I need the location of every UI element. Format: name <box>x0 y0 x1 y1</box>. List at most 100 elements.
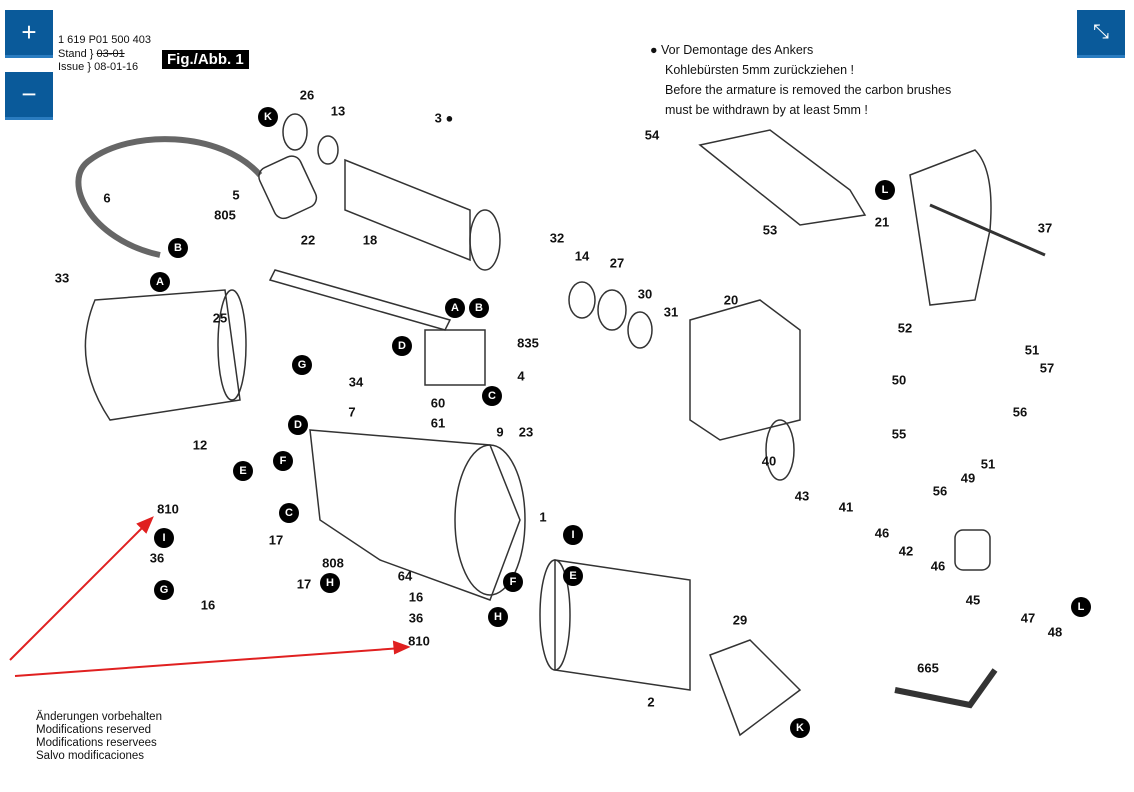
part-label[interactable]: 49 <box>960 470 976 486</box>
part-label[interactable]: 7 <box>348 404 356 420</box>
part-label[interactable]: 37 <box>1037 220 1053 236</box>
part-label[interactable]: 16 <box>408 589 424 605</box>
gear-43 <box>765 419 795 481</box>
housing <box>309 429 521 601</box>
note-de-2: Kohlebürsten 5mm zurückziehen ! <box>665 63 854 77</box>
part-label[interactable]: 60 <box>430 395 446 411</box>
part-label[interactable]: 22 <box>300 232 316 248</box>
part-label[interactable]: 33 <box>54 270 70 286</box>
marker-f: F <box>503 572 523 592</box>
marker-c: C <box>482 386 502 406</box>
part-label[interactable]: 52 <box>897 320 913 336</box>
part-label[interactable]: 46 <box>930 558 946 574</box>
stand-label: Stand <box>58 48 87 60</box>
collapse-fullscreen-button[interactable]: ⤡ <box>1077 10 1125 58</box>
marker-b: B <box>168 238 188 258</box>
part-label[interactable]: 45 <box>965 592 981 608</box>
part-label[interactable]: 32 <box>549 230 565 246</box>
plug <box>258 155 318 220</box>
part-label[interactable]: 20 <box>723 292 739 308</box>
footer-line: Modifications reservees <box>36 737 157 749</box>
part-label[interactable]: 13 <box>330 103 346 119</box>
marker-e: E <box>563 566 583 586</box>
part-label[interactable]: 808 <box>322 555 344 571</box>
part-label[interactable]: 810 <box>157 501 179 517</box>
part-label[interactable]: 27 <box>609 255 625 271</box>
motor-cover <box>84 289 241 421</box>
part-label[interactable]: 9 <box>496 424 504 440</box>
part-label[interactable]: 42 <box>898 543 914 559</box>
part-label[interactable]: 12 <box>192 437 208 453</box>
part-label[interactable]: 56 <box>932 483 948 499</box>
issue-row: Issue } 08-01-16 <box>58 61 139 73</box>
part-label[interactable]: 23 <box>518 424 534 440</box>
part-label[interactable]: 47 <box>1020 610 1036 626</box>
part-label[interactable]: 21 <box>874 214 890 230</box>
part-label[interactable]: 50 <box>891 372 907 388</box>
marker-l: L <box>875 180 895 200</box>
bearing-26 <box>282 113 308 151</box>
stand-old: 03-01 <box>96 48 125 60</box>
part-label[interactable]: 43 <box>794 488 810 504</box>
marker-d: D <box>392 336 412 356</box>
part-label[interactable]: 31 <box>663 304 679 320</box>
part-label[interactable]: 41 <box>838 499 854 515</box>
part-label[interactable]: 34 <box>348 374 364 390</box>
part-label[interactable]: 64 <box>397 568 413 584</box>
part-label[interactable]: 57 <box>1039 360 1055 376</box>
part-label[interactable]: 14 <box>574 248 590 264</box>
part-label[interactable]: 805 <box>214 207 236 223</box>
figure-label: Fig./Abb. 1 <box>162 50 249 69</box>
part-label[interactable]: 6 <box>103 190 111 206</box>
marker-k: K <box>790 718 810 738</box>
part-label[interactable]: 55 <box>891 426 907 442</box>
part-label[interactable]: 18 <box>362 232 378 248</box>
part-label[interactable]: 46 <box>874 525 890 541</box>
marker-l: L <box>1071 597 1091 617</box>
marker-f: F <box>273 451 293 471</box>
footer-line: Änderungen vorbehalten <box>36 711 162 723</box>
part-label[interactable]: 26 <box>299 87 315 103</box>
part-label[interactable]: 17 <box>296 576 312 592</box>
marker-h: H <box>488 607 508 627</box>
part-label[interactable]: 810 <box>408 633 430 649</box>
stand-row: Stand } 03-01 <box>58 48 125 60</box>
part-label[interactable]: 53 <box>762 222 778 238</box>
collapse-icon: ⤡ <box>1093 21 1109 43</box>
ring-14 <box>568 281 596 319</box>
part-label[interactable]: 36 <box>149 550 165 566</box>
part-label[interactable]: 1 <box>539 509 547 525</box>
marker-b: B <box>469 298 489 318</box>
part-label[interactable]: 5 <box>232 187 240 203</box>
red-arrow-1 <box>9 521 149 661</box>
part-label[interactable]: 4 <box>517 368 525 384</box>
switch-rail <box>268 269 452 331</box>
part-label[interactable]: 51 <box>1024 342 1040 358</box>
part-label[interactable]: 2 <box>647 694 655 710</box>
part-label[interactable]: 51 <box>980 456 996 472</box>
part-label[interactable]: 665 <box>917 660 939 676</box>
part-label[interactable]: 36 <box>408 610 424 626</box>
part-label[interactable]: 48 <box>1047 624 1063 640</box>
marker-k: K <box>258 107 278 127</box>
zoom-out-button[interactable]: − <box>5 72 53 120</box>
part-label[interactable]: 29 <box>732 612 748 628</box>
field-coil <box>554 559 691 691</box>
flange-20 <box>689 299 801 441</box>
zoom-in-button[interactable]: + <box>5 10 53 58</box>
marker-e: E <box>233 461 253 481</box>
bushing-45 <box>954 529 991 571</box>
marker-g: G <box>292 355 312 375</box>
part-label[interactable]: 61 <box>430 415 446 431</box>
part-label[interactable]: 17 <box>268 532 284 548</box>
part-label[interactable]: 56 <box>1012 404 1028 420</box>
part-label[interactable]: 16 <box>200 597 216 613</box>
part-label[interactable]: 40 <box>761 453 777 469</box>
part-label[interactable]: 30 <box>637 286 653 302</box>
plus-icon: + <box>21 17 37 47</box>
part-label[interactable]: 54 <box>644 127 660 143</box>
part-label[interactable]: 3 ● <box>434 110 454 126</box>
part-label[interactable]: 835 <box>517 335 539 351</box>
part-label[interactable]: 25 <box>212 310 228 326</box>
marker-i: I <box>154 528 174 548</box>
